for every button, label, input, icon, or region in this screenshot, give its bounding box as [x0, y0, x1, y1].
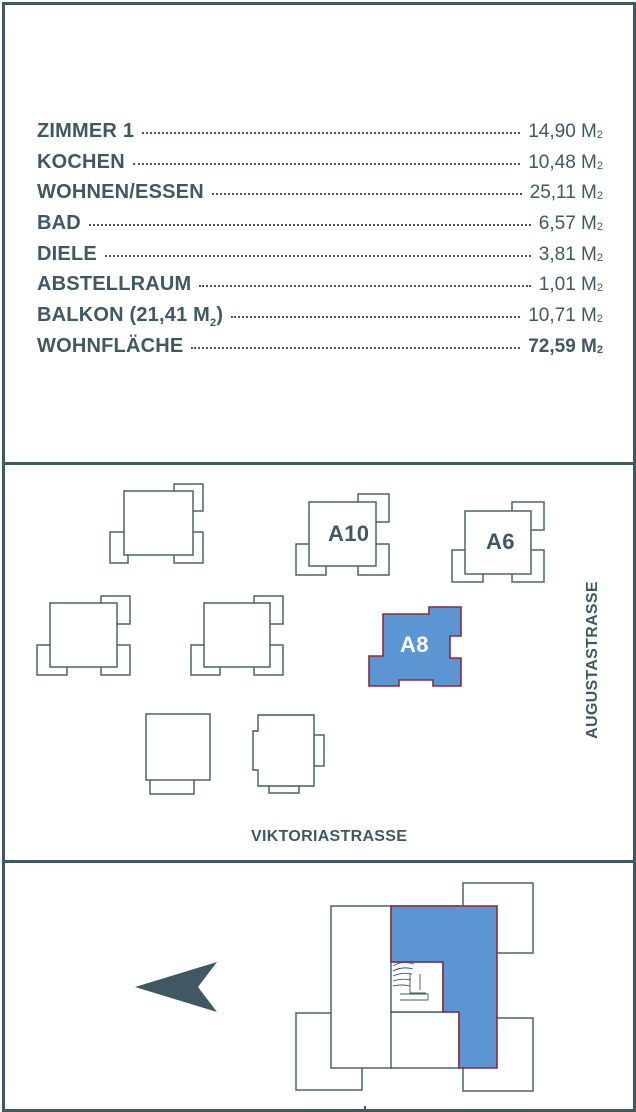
- room-name: DIELE: [37, 242, 97, 265]
- room-name: KOCHEN: [37, 150, 125, 173]
- area-row-zimmer: ZIMMER 1 14,90 M2: [37, 116, 603, 147]
- room-area: 25,11 M2: [529, 182, 603, 204]
- building-label-a6: A6: [486, 529, 515, 554]
- room-area: 10,48 M2: [528, 151, 603, 173]
- room-area: 10,71 M2: [528, 305, 603, 327]
- area-row-total: WOHNFLÄCHE 72,59 M2: [37, 331, 603, 362]
- room-area: 14,90 M2: [528, 121, 603, 142]
- area-table: ZIMMER 1 14,90 M2 KOCHEN 10,48 M2 WOHNEN…: [37, 116, 603, 362]
- area-row-balkon: BALKON (21,41 M2) 10,71 M2: [37, 300, 603, 331]
- building-a6: [451, 501, 545, 583]
- dot-leader: [199, 285, 531, 288]
- building-label-a8: A8: [400, 632, 429, 657]
- room-name: ZIMMER 1: [37, 120, 135, 142]
- dot-leader: [88, 224, 531, 227]
- building-outline: [145, 713, 211, 795]
- dot-leader: [142, 132, 521, 134]
- total-area: 72,59 M2: [528, 335, 603, 357]
- room-name: ABSTELLRAUM: [37, 273, 192, 296]
- north-arrow-icon: [135, 962, 217, 1012]
- building-outline: [190, 595, 284, 676]
- area-row-diele: DIELE 3,81 M2: [37, 239, 603, 270]
- room-name: BALKON (21,41 M2): [37, 304, 224, 330]
- room-area: 3,81 M2: [538, 243, 603, 265]
- area-row-kochen: KOCHEN 10,48 M2: [37, 147, 603, 178]
- building-outline: [36, 595, 131, 676]
- area-row-bad: BAD 6,57 M2: [37, 208, 603, 239]
- area-row-wohnen: WOHNEN/ESSEN 25,11 M2: [37, 177, 603, 208]
- room-name: WOHNFLÄCHE: [37, 334, 184, 357]
- room-name: BAD: [37, 212, 81, 235]
- section-divider-bottom: [2, 860, 636, 863]
- room-name: WOHNEN/ESSEN: [37, 181, 204, 204]
- section-divider-top: [2, 462, 636, 465]
- room-area: 6,57 M2: [538, 213, 603, 235]
- building-outline: [252, 714, 325, 794]
- building-a10: [295, 493, 390, 576]
- building-outline: [109, 483, 204, 564]
- dot-leader: [231, 316, 521, 319]
- building-a8-highlight: [368, 606, 462, 687]
- street-label-augustastrasse: AUGUSTASTRASSE: [584, 581, 601, 739]
- room-area: 1,01 M2: [538, 274, 603, 296]
- street-label-viktoriastrasse: VIKTORIASTRASSE: [251, 828, 408, 845]
- building-label-a10: A10: [328, 521, 370, 546]
- dot-leader: [211, 193, 522, 196]
- dot-leader: [191, 346, 521, 349]
- dot-leader: [104, 254, 531, 257]
- unit-highlight: [390, 905, 498, 1069]
- area-row-abstellraum: ABSTELLRAUM 1,01 M2: [37, 269, 603, 300]
- dot-leader: [132, 162, 521, 165]
